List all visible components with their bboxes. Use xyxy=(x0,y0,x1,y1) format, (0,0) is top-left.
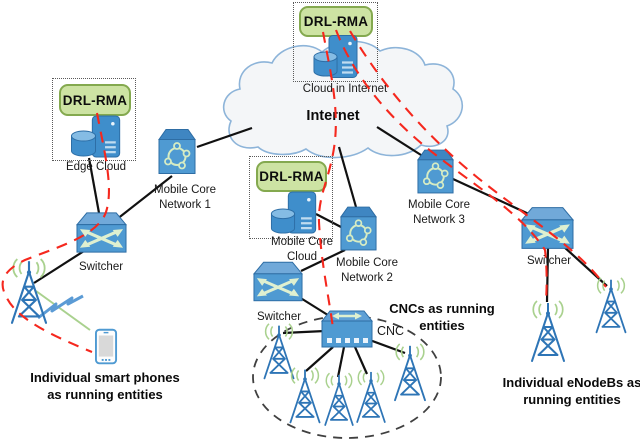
mobile-core-network-2-label: Mobile Core Network 2 xyxy=(336,257,398,284)
cloud-in-internet-label: Cloud in Internet xyxy=(302,83,388,95)
cell-tower-icon xyxy=(531,300,565,362)
database-icon xyxy=(71,130,96,157)
database-icon xyxy=(313,51,338,77)
link-cloud-to-mcn2 xyxy=(337,146,358,208)
mobile-core-network-1-label: Mobile Core Network 1 xyxy=(154,184,216,211)
smartphone-icon xyxy=(95,328,118,365)
switch-icon-left xyxy=(76,211,127,254)
mobile-core-cloud-label: Mobile Core Cloud xyxy=(271,236,333,263)
cell-tower-icon xyxy=(10,258,48,324)
edge-cloud-label: Edge Cloud xyxy=(65,161,127,173)
cell-tower-icon xyxy=(595,277,627,334)
link-cloud-to-mcn3 xyxy=(376,126,422,156)
link-cloud-to-mcn1 xyxy=(196,126,253,149)
drl-rma-label: DRL-RMA xyxy=(62,92,128,108)
switch-icon-center xyxy=(253,260,303,303)
switcher-label-right: Switcher xyxy=(526,255,572,267)
drl-rma-label: DRL-RMA xyxy=(259,169,324,184)
annotation-enodebs: Individual eNodeBs as running entities xyxy=(502,375,640,407)
switcher-label-left: Switcher xyxy=(78,261,124,273)
mobile-core-network-2-icon xyxy=(339,206,378,251)
internet-label: Internet xyxy=(306,108,360,124)
cell-tower-icon xyxy=(394,343,426,402)
cell-tower-icon xyxy=(289,366,321,424)
drl-rma-badge-cloud: DRL-RMA xyxy=(299,6,373,37)
cell-tower-icon xyxy=(356,369,386,423)
annotation-cncs: CNCs as running entities xyxy=(389,301,495,333)
drl-rma-badge-edge: DRL-RMA xyxy=(59,84,131,116)
drl-rma-label: DRL-RMA xyxy=(303,14,369,29)
drl-rma-badge-mobilecore: DRL-RMA xyxy=(256,161,327,192)
annotation-smart-phones: Individual smart phones as running entit… xyxy=(30,370,180,402)
mobile-core-network-3-icon xyxy=(416,149,455,194)
switcher-label-center: Switcher xyxy=(256,311,302,323)
mobile-core-network-3-label: Mobile Core Network 3 xyxy=(408,199,470,226)
mobile-core-network-1-icon xyxy=(158,128,196,175)
switch-icon-right xyxy=(521,206,574,250)
cnc-switch-icon xyxy=(321,310,373,348)
database-icon xyxy=(270,208,296,234)
cnc-label: CNC xyxy=(377,324,405,338)
